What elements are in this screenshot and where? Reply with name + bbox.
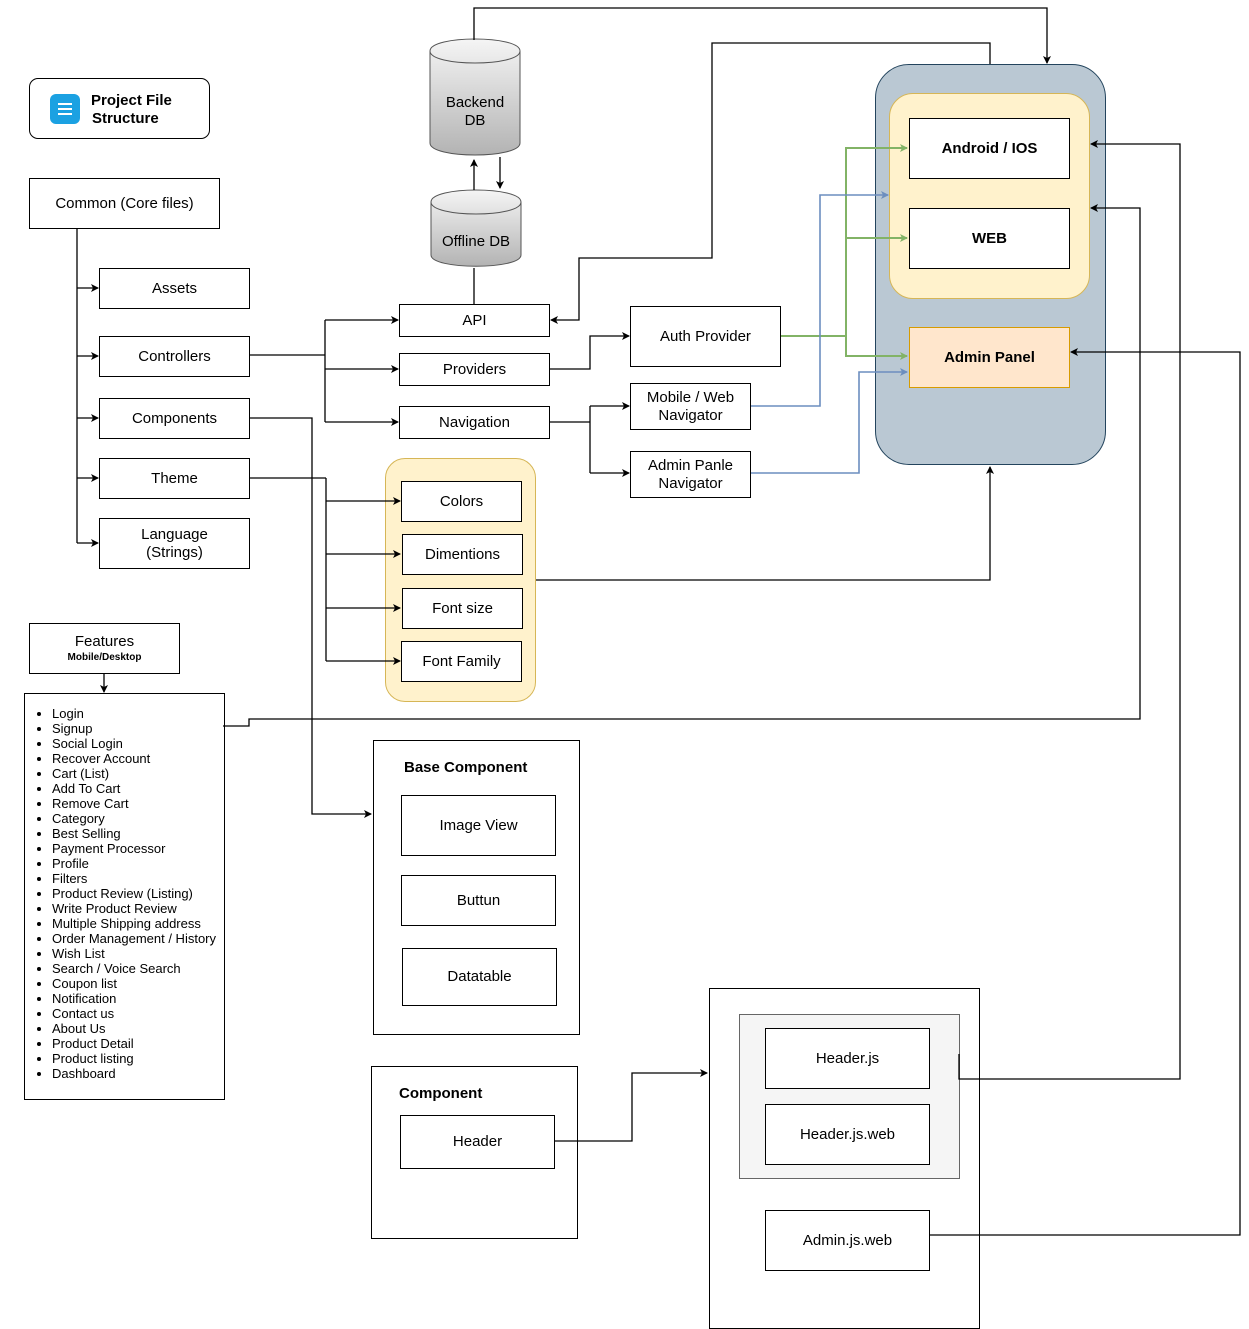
datatable-node[interactable]: Datatable [402,948,557,1006]
assets-node[interactable]: Assets [99,268,250,309]
feature-item: Filters [52,871,216,886]
backend-db-label: Backend DB [445,94,505,129]
offline-db-cylinder[interactable]: Offline DB [430,188,522,270]
feature-item: Dashboard [52,1066,216,1081]
feature-item: Login [52,706,216,721]
edge-backend-to-platform [473,7,1051,64]
feature-item: Signup [52,721,216,736]
feature-item: Product listing [52,1051,216,1066]
mobile-web-navigator-node[interactable]: Mobile / Web Navigator [630,383,751,430]
edge-components-to-base [249,417,372,818]
edge-controllers-bus [249,320,326,422]
common-core-node[interactable]: Common (Core files) [29,178,220,229]
offline-db-label: Offline DB [441,233,511,250]
header-js-web-node[interactable]: Header.js.web [765,1104,930,1165]
colors-node[interactable]: Colors [401,481,522,522]
admin-navigator-node[interactable]: Admin Panle Navigator [630,451,751,498]
font-family-node[interactable]: Font Family [401,641,522,682]
feature-item: Product Review (Listing) [52,886,216,901]
feature-item: Multiple Shipping address [52,916,216,931]
feature-item: Coupon list [52,976,216,991]
base-component-title: Base Component [404,759,528,776]
controllers-node[interactable]: Controllers [99,336,250,377]
components-node[interactable]: Components [99,398,250,439]
features-list: LoginSignupSocial LoginRecover AccountCa… [25,694,216,1081]
feature-item: Category [52,811,216,826]
title-card: Project File Structure [29,78,210,139]
feature-item: Contact us [52,1006,216,1021]
providers-node[interactable]: Providers [399,353,550,386]
component-title: Component [399,1085,483,1102]
feature-item: About Us [52,1021,216,1036]
api-node[interactable]: API [399,304,550,337]
image-view-node[interactable]: Image View [401,795,556,856]
feature-item: Order Management / History [52,931,216,946]
admin-js-web-node[interactable]: Admin.js.web [765,1210,930,1271]
feature-item: Search / Voice Search [52,961,216,976]
feature-item: Remove Cart [52,796,216,811]
features-list-box: LoginSignupSocial LoginRecover AccountCa… [24,693,225,1100]
android-ios-node[interactable]: Android / IOS [909,118,1070,179]
web-node[interactable]: WEB [909,208,1070,269]
feature-item: Write Product Review [52,901,216,916]
features-header[interactable]: Features Mobile/Desktop [29,623,180,674]
document-icon [50,94,80,124]
feature-item: Best Selling [52,826,216,841]
edge-navigation-bus [549,406,591,473]
header-node[interactable]: Header [400,1115,555,1169]
font-size-node[interactable]: Font size [402,588,523,629]
feature-item: Profile [52,856,216,871]
title-line-1: Project File [91,92,172,109]
language-node[interactable]: Language (Strings) [99,518,250,569]
title-line-2: Structure [92,110,159,127]
edge-theme-to-platform [536,466,994,581]
admin-panel-node[interactable]: Admin Panel [909,327,1070,388]
features-title: Features [74,632,135,650]
feature-item: Product Detail [52,1036,216,1051]
feature-item: Recover Account [52,751,216,766]
features-subtitle: Mobile/Desktop [67,651,142,663]
feature-item: Payment Processor [52,841,216,856]
dimentions-node[interactable]: Dimentions [402,534,523,575]
auth-provider-node[interactable]: Auth Provider [630,306,781,367]
feature-item: Add To Cart [52,781,216,796]
header-js-node[interactable]: Header.js [765,1028,930,1089]
navigation-node[interactable]: Navigation [399,406,550,439]
feature-item: Notification [52,991,216,1006]
feature-item: Wish List [52,946,216,961]
feature-item: Cart (List) [52,766,216,781]
edge-theme-bus [249,477,327,661]
edge-mobile-nav-to-apps [751,191,889,407]
edge-providers-auth [549,332,630,370]
theme-node[interactable]: Theme [99,458,250,499]
button-node[interactable]: Buttun [401,875,556,926]
feature-item: Social Login [52,736,216,751]
backend-db-cylinder[interactable]: Backend DB [429,37,521,159]
